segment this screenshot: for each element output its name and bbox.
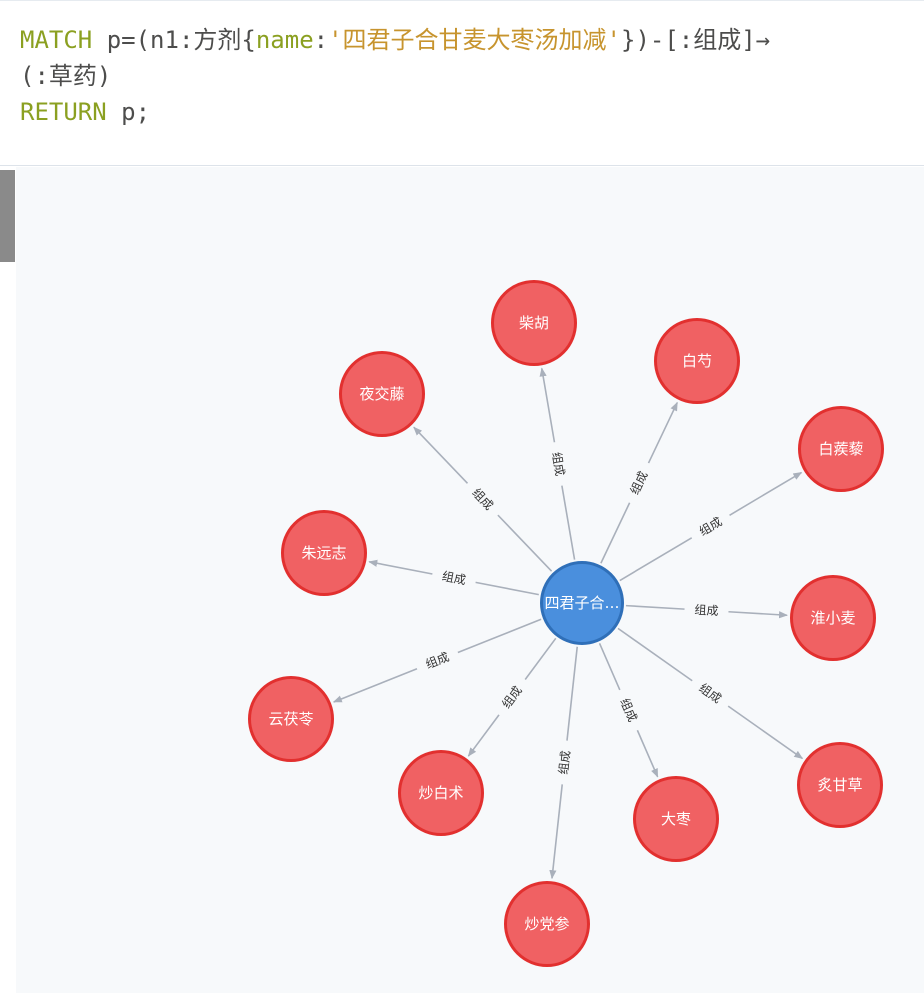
edge-5[interactable]: 组成	[617, 627, 804, 760]
scrollbar-thumb[interactable]	[0, 170, 15, 262]
edge-arrow-line	[467, 714, 500, 757]
query-editor[interactable]: MATCH p=(n1:方剂{name:'四君子合甘麦大枣汤加减'})-[:组成…	[0, 0, 924, 166]
query-pattern-open: p=(n1:方剂{	[92, 26, 256, 54]
herb-node-label: 大枣	[661, 810, 691, 828]
query-line-3[interactable]: RETURN p;	[20, 95, 150, 129]
edge-2[interactable]: 组成	[600, 401, 678, 564]
herb-node-label: 白蒺藜	[818, 440, 863, 458]
keyword-match: MATCH	[20, 26, 93, 54]
herb-node-circle	[633, 776, 719, 862]
herb-node-circle	[248, 676, 334, 762]
edge-arrow-line	[539, 367, 556, 443]
edge-arrow-line	[727, 705, 804, 760]
herb-node-8[interactable]: 炒白术	[398, 750, 484, 836]
edge-arrow-line	[368, 559, 433, 575]
edge-arrow-line	[413, 426, 469, 484]
edge-label: 组成	[697, 514, 725, 538]
property-key: name	[255, 26, 314, 54]
herb-node-7[interactable]: 炒党参	[504, 881, 590, 967]
target-label-pattern: (:草药)	[20, 62, 112, 90]
herb-node-10[interactable]: 朱远志	[281, 510, 367, 596]
query-line-2[interactable]: (:草药)	[20, 59, 111, 93]
graph-canvas[interactable]	[16, 167, 924, 993]
herb-node-label: 炙甘草	[817, 776, 862, 794]
edge-6[interactable]: 组成	[598, 643, 659, 778]
edge-line	[598, 643, 621, 691]
left-gutter	[0, 167, 16, 993]
edge-line	[619, 537, 693, 582]
herb-node-circle	[654, 318, 740, 404]
edge-line	[457, 618, 542, 654]
herb-node-3[interactable]: 白蒺藜	[798, 406, 884, 492]
herb-node-circle	[491, 280, 577, 366]
edge-11[interactable]: 组成	[413, 426, 553, 572]
herb-node-2[interactable]: 白芍	[654, 318, 740, 404]
herb-node-label: 淮小麦	[810, 609, 855, 627]
return-expression: p;	[106, 98, 151, 126]
edge-label: 组成	[617, 696, 639, 724]
herb-node-label: 朱远志	[301, 544, 346, 562]
editor-divider	[0, 165, 924, 166]
edge-line	[497, 514, 553, 572]
edge-arrow-line	[729, 471, 803, 516]
herb-node-5[interactable]: 炙甘草	[797, 742, 883, 828]
herb-node-label: 夜交藤	[359, 385, 404, 403]
keyword-return: RETURN	[20, 98, 107, 126]
edge-arrow-line	[636, 729, 659, 778]
edge-3[interactable]: 组成	[619, 471, 803, 582]
edge-label: 组成	[424, 650, 451, 672]
relationship-pattern: })-[:组成]→	[621, 26, 771, 54]
edge-8[interactable]: 组成	[467, 637, 557, 757]
formula-node-label: 四君子合…	[544, 594, 619, 612]
edge-label: 组成	[628, 469, 651, 497]
edge-label: 组成	[469, 486, 496, 513]
edge-label: 组成	[696, 681, 724, 706]
edge-line	[475, 581, 539, 596]
edge-line	[600, 502, 631, 564]
herb-node-11[interactable]: 夜交藤	[339, 351, 425, 437]
edge-10[interactable]: 组成	[368, 559, 539, 596]
edge-label: 组成	[499, 683, 525, 711]
edge-arrow-line	[647, 401, 678, 464]
herb-node-circle	[798, 406, 884, 492]
herb-node-label: 白芍	[682, 352, 712, 370]
herb-node-label: 炒白术	[418, 784, 463, 802]
herb-node-circle	[504, 881, 590, 967]
edge-line	[524, 637, 557, 681]
edge-arrow-line	[728, 610, 788, 619]
herb-node-circle	[281, 510, 367, 596]
herb-node-9[interactable]: 云茯苓	[248, 676, 334, 762]
query-line-1[interactable]: MATCH p=(n1:方剂{name:'四君子合甘麦大枣汤加减'})-[:组成…	[20, 23, 770, 57]
formula-node-circle	[540, 561, 624, 645]
edge-line	[617, 627, 693, 682]
edge-label: 组成	[694, 603, 719, 618]
edge-arrow-line	[332, 668, 418, 703]
edge-arrow-line	[549, 784, 564, 880]
edge-line	[566, 646, 579, 741]
edge-4[interactable]: 组成	[625, 603, 788, 619]
herb-node-circle	[398, 750, 484, 836]
edge-1[interactable]: 组成	[539, 367, 576, 560]
edge-label: 组成	[556, 750, 573, 775]
property-value: '四君子合甘麦大枣汤加减'	[328, 26, 621, 54]
herb-node-circle	[797, 742, 883, 828]
edge-label: 组成	[441, 569, 467, 587]
edge-line	[561, 485, 576, 560]
formula-node[interactable]: 四君子合…	[540, 561, 624, 645]
herb-node-1[interactable]: 柴胡	[491, 280, 577, 366]
herb-node-label: 云茯苓	[268, 710, 313, 728]
property-colon: :	[313, 26, 329, 54]
edge-line	[625, 604, 685, 610]
herb-node-circle	[339, 351, 425, 437]
herb-node-6[interactable]: 大枣	[633, 776, 719, 862]
edge-label: 组成	[549, 451, 567, 477]
herb-node-4[interactable]: 淮小麦	[790, 575, 876, 661]
herb-node-label: 炒党参	[524, 915, 569, 933]
edge-7[interactable]: 组成	[549, 646, 579, 880]
herb-node-circle	[790, 575, 876, 661]
herb-node-label: 柴胡	[519, 314, 549, 332]
